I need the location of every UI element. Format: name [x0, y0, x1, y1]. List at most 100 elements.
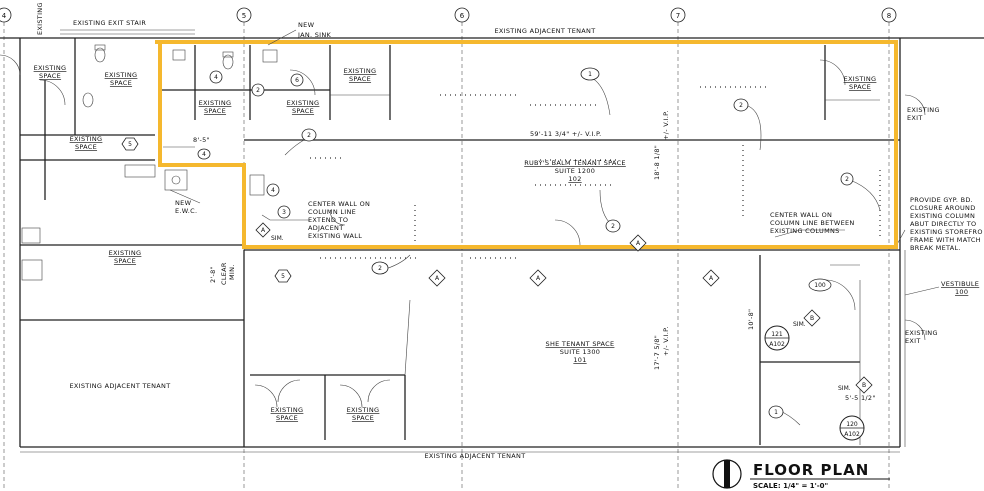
- svg-text:COLUMN LINE BETWEEN: COLUMN LINE BETWEEN: [770, 219, 855, 227]
- dimension-10-8: 10'-8": [747, 309, 755, 330]
- adjacent-tenant-bottom-label: EXISTING ADJACENT TENANT: [424, 452, 525, 460]
- svg-text:SPACE: SPACE: [110, 79, 132, 87]
- svg-text:EXISTING COLUMNS: EXISTING COLUMNS: [770, 227, 840, 235]
- svg-text:1: 1: [588, 71, 592, 78]
- existing-space-7: EXISTING SPACE: [109, 249, 142, 265]
- dimension-5-5: 5'-5 1/2": [845, 394, 876, 402]
- keynote-2-f: 2: [251, 83, 265, 97]
- svg-text:121: 121: [771, 331, 783, 338]
- svg-text:5: 5: [242, 12, 246, 20]
- svg-text:5: 5: [281, 273, 285, 280]
- svg-text:A: A: [435, 275, 440, 282]
- svg-text:101: 101: [573, 356, 586, 364]
- diamond-tag-a-5: A: [702, 269, 720, 287]
- grid-bubble-4: 4: [0, 7, 12, 23]
- dimension-width: 59'-11 3/4" +/- V.I.P.: [530, 130, 602, 138]
- svg-text:102: 102: [568, 175, 581, 183]
- svg-text:COLUMN LINE: COLUMN LINE: [308, 208, 356, 216]
- svg-text:VESTIBULE: VESTIBULE: [941, 280, 979, 288]
- dimension-height-bottom: 17'-7 5/8": [653, 335, 661, 370]
- keynote-2-a: 2: [733, 98, 749, 112]
- svg-text:EXISTING: EXISTING: [34, 64, 67, 72]
- existing-space-6: EXISTING SPACE: [70, 135, 102, 151]
- svg-text:E.W.C.: E.W.C.: [175, 207, 197, 215]
- svg-text:EXISTING: EXISTING: [109, 249, 142, 257]
- suite-1200-highlight: [155, 40, 898, 249]
- svg-text:CENTER WALL ON: CENTER WALL ON: [770, 211, 832, 219]
- keynote-2-d: 2: [605, 219, 621, 233]
- svg-text:SPACE: SPACE: [75, 143, 97, 151]
- hex-tag-5-a: 5: [121, 137, 139, 151]
- svg-text:A: A: [709, 275, 714, 282]
- existing-space-9: EXISTING SPACE: [271, 406, 304, 422]
- svg-text:6: 6: [460, 12, 465, 20]
- svg-text:EXISTING: EXISTING: [344, 67, 377, 75]
- new-jan-sink-label-2: JAN. SINK: [297, 31, 332, 39]
- svg-text:SIM.: SIM.: [271, 235, 284, 242]
- svg-text:4: 4: [2, 12, 7, 20]
- svg-text:EXISTING: EXISTING: [199, 99, 232, 107]
- svg-text:SUITE 1200: SUITE 1200: [555, 167, 596, 175]
- svg-text:120: 120: [846, 421, 858, 428]
- svg-text:A: A: [261, 227, 266, 234]
- svg-text:ABUT DIRECTLY TO: ABUT DIRECTLY TO: [910, 220, 976, 228]
- svg-text:NEW: NEW: [175, 199, 192, 207]
- svg-text:SHE TENANT SPACE: SHE TENANT SPACE: [546, 340, 615, 348]
- svg-text:4: 4: [271, 187, 275, 194]
- svg-text:SPACE: SPACE: [292, 107, 314, 115]
- new-jan-sink-label-1: NEW: [298, 21, 315, 29]
- svg-text:ADJACENT: ADJACENT: [308, 224, 343, 232]
- svg-text:EXISTING: EXISTING: [105, 71, 138, 79]
- svg-text:CLOSURE AROUND: CLOSURE AROUND: [910, 204, 976, 212]
- door-swings: [0, 54, 926, 408]
- svg-text:PROVIDE GYP. BD.: PROVIDE GYP. BD.: [910, 196, 973, 204]
- keynote-2-c: 2: [371, 261, 389, 275]
- diamond-tag-a-4: A: [629, 234, 647, 252]
- hex-tag-5-b: 5: [274, 269, 292, 283]
- dimension-height-top: 18'-8 1/8": [653, 145, 661, 180]
- svg-text:EXISTING STOREFRO: EXISTING STOREFRO: [910, 228, 983, 236]
- diamond-tag-b-1: B: [803, 309, 821, 327]
- walls: [0, 29, 984, 453]
- diamond-tag-b-2: B: [855, 376, 873, 394]
- svg-text:EXISTING: EXISTING: [844, 75, 877, 83]
- keynote-6: 6: [290, 73, 304, 87]
- center-wall-note-b: CENTER WALL ON COLUMN LINE BETWEEN EXIST…: [770, 211, 855, 235]
- keynote-1-b: 1: [768, 405, 784, 419]
- new-ewc-label: NEW E.W.C.: [175, 199, 197, 215]
- svg-text:EXIT: EXIT: [905, 337, 921, 345]
- exit-stair-label: EXISTING EXIT STAIR: [73, 19, 146, 27]
- provide-gyp-note: PROVIDE GYP. BD. CLOSURE AROUND EXISTING…: [910, 196, 983, 252]
- svg-text:8: 8: [887, 12, 891, 20]
- section-marker-120: 120 A102 SIM.: [838, 385, 865, 441]
- svg-text:2: 2: [307, 132, 311, 139]
- svg-text:100: 100: [814, 282, 826, 289]
- svg-text:A102: A102: [844, 431, 860, 438]
- svg-text:A: A: [536, 275, 541, 282]
- dimension-8-5: 8'-5": [193, 136, 210, 144]
- existing-space-10: EXISTING SPACE: [347, 406, 379, 422]
- she-tenant-label: SHE TENANT SPACE SUITE 1300 101: [546, 340, 615, 364]
- svg-text:7: 7: [676, 12, 680, 20]
- rubys-balm-label: RUBY'S BALM TENANT SPACE SUITE 1200 102: [524, 159, 625, 183]
- svg-text:3: 3: [282, 209, 286, 216]
- grid-bubble-6: 6: [454, 7, 470, 23]
- existing-exit-top: EXISTING EXIT: [907, 106, 939, 122]
- svg-text:EXISTING: EXISTING: [271, 406, 304, 414]
- adjacent-tenant-left-label: EXISTING ADJACENT TENANT: [69, 382, 170, 390]
- svg-text:1: 1: [774, 409, 778, 416]
- diamond-tag-a-3: A: [529, 269, 547, 287]
- scale-label: SCALE: 1/4" = 1'-0": [753, 482, 828, 490]
- room-100-tag: 100: [808, 278, 832, 292]
- svg-text:SUITE 1300: SUITE 1300: [560, 348, 601, 356]
- plumbing-fixtures: [21, 44, 278, 281]
- svg-text:2: 2: [256, 87, 260, 94]
- existing-exit-bottom: EXISTING EXIT: [905, 329, 937, 345]
- keynote-4-b: 4: [197, 148, 211, 160]
- keynote-2-b: 2: [301, 128, 317, 142]
- keynote-1-a: 1: [580, 67, 600, 81]
- svg-text:SIM.: SIM.: [838, 385, 851, 392]
- keynote-4-c: 4: [266, 183, 280, 197]
- grid-bubble-5: 5: [236, 7, 252, 23]
